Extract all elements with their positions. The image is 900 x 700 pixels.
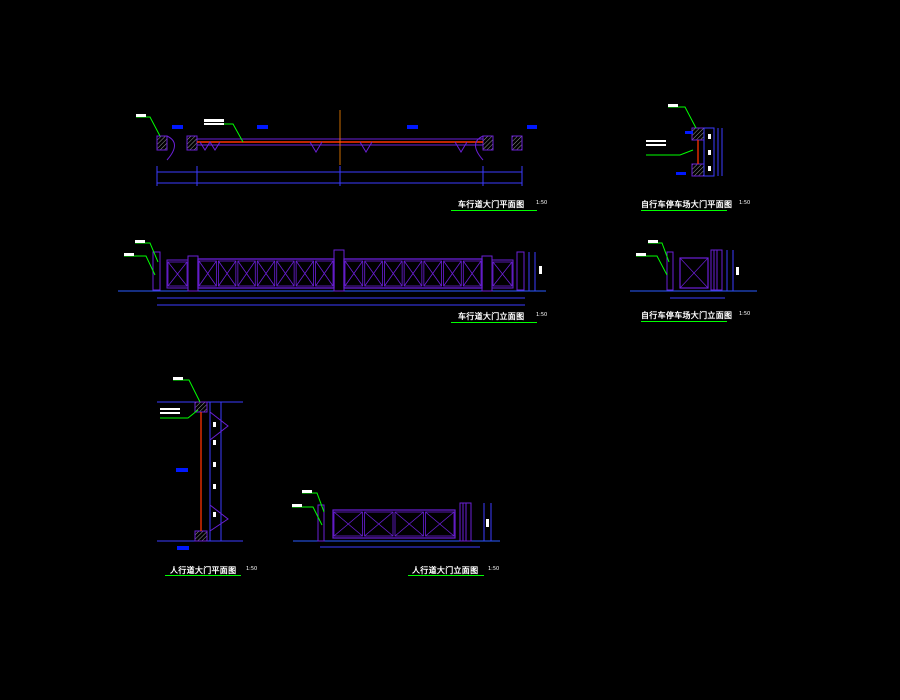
- post: [156, 135, 168, 151]
- view-scale: 1:50: [488, 566, 500, 572]
- panel-brace: [344, 260, 364, 287]
- gate-panel: [256, 260, 276, 287]
- gate-panel: [237, 260, 256, 287]
- panel-brace: [423, 260, 442, 287]
- gate-panel: [394, 511, 424, 537]
- gate-panel: [344, 260, 364, 287]
- gate-panel: [198, 260, 217, 287]
- view-title: 车行道大门平面图: [458, 200, 525, 209]
- view-title: 自行车停车场大门立面图: [641, 311, 733, 320]
- gate-panel: [423, 260, 442, 287]
- panel-brace: [364, 511, 394, 537]
- gate-panel: [403, 260, 423, 287]
- gate-panel: [167, 261, 188, 287]
- gate-panel: [218, 260, 237, 287]
- view-title: 车行道大门立面图: [458, 312, 525, 321]
- gate-panel: [462, 260, 482, 287]
- view-scale: 1:50: [536, 312, 548, 318]
- panel-brace: [198, 260, 217, 287]
- panel-brace: [462, 260, 482, 287]
- title-underline: [451, 322, 537, 323]
- vehicle-gate-elevation-view: [118, 240, 546, 306]
- panel-brace: [276, 260, 295, 287]
- pedestrian-gate-plan-view: [157, 377, 243, 550]
- title-underline: [641, 321, 727, 322]
- panel-brace: [384, 260, 403, 287]
- bicycle-gate-elevation-view: [630, 240, 757, 299]
- view-title: 人行道大门平面图: [170, 566, 237, 575]
- view-title: 人行道大门立面图: [412, 566, 479, 575]
- panel-brace: [333, 511, 363, 537]
- vehicle-gate-plan-view: [136, 110, 537, 186]
- gate-panel: [333, 511, 363, 537]
- pedestrian-gate-elevation-view: [292, 490, 500, 548]
- gate-panel: [492, 261, 513, 287]
- panel-brace: [492, 261, 513, 287]
- panel-brace: [295, 260, 314, 287]
- post: [186, 135, 198, 151]
- view-scale: 1:50: [739, 200, 751, 206]
- gate-panel: [315, 260, 334, 287]
- view-scale: 1:50: [246, 566, 258, 572]
- post: [511, 135, 523, 151]
- gate-panel: [364, 260, 383, 287]
- panel-brace: [394, 511, 424, 537]
- panel-brace: [403, 260, 423, 287]
- title-underline: [641, 210, 727, 211]
- gate-panel: [384, 260, 403, 287]
- title-underline: [165, 575, 241, 576]
- panel-brace: [256, 260, 276, 287]
- view-scale: 1:50: [536, 200, 548, 206]
- panel-brace: [237, 260, 256, 287]
- title-underline: [451, 210, 537, 211]
- view-title: 自行车停车场大门平面图: [641, 200, 733, 209]
- gate-panel: [295, 260, 314, 287]
- view-scale: 1:50: [739, 311, 751, 317]
- title-underline: [408, 575, 484, 576]
- post: [482, 135, 494, 151]
- gate-panel: [364, 511, 394, 537]
- panel-brace: [425, 511, 455, 537]
- gate-panel: [276, 260, 295, 287]
- panel-brace: [443, 260, 462, 287]
- gate-panel: [425, 511, 455, 537]
- panel-brace: [167, 261, 188, 287]
- panel-brace: [218, 260, 237, 287]
- gate-panel: [443, 260, 462, 287]
- bicycle-gate-plan-view: [646, 104, 723, 177]
- panel-brace: [364, 260, 383, 287]
- panel-brace: [315, 260, 334, 287]
